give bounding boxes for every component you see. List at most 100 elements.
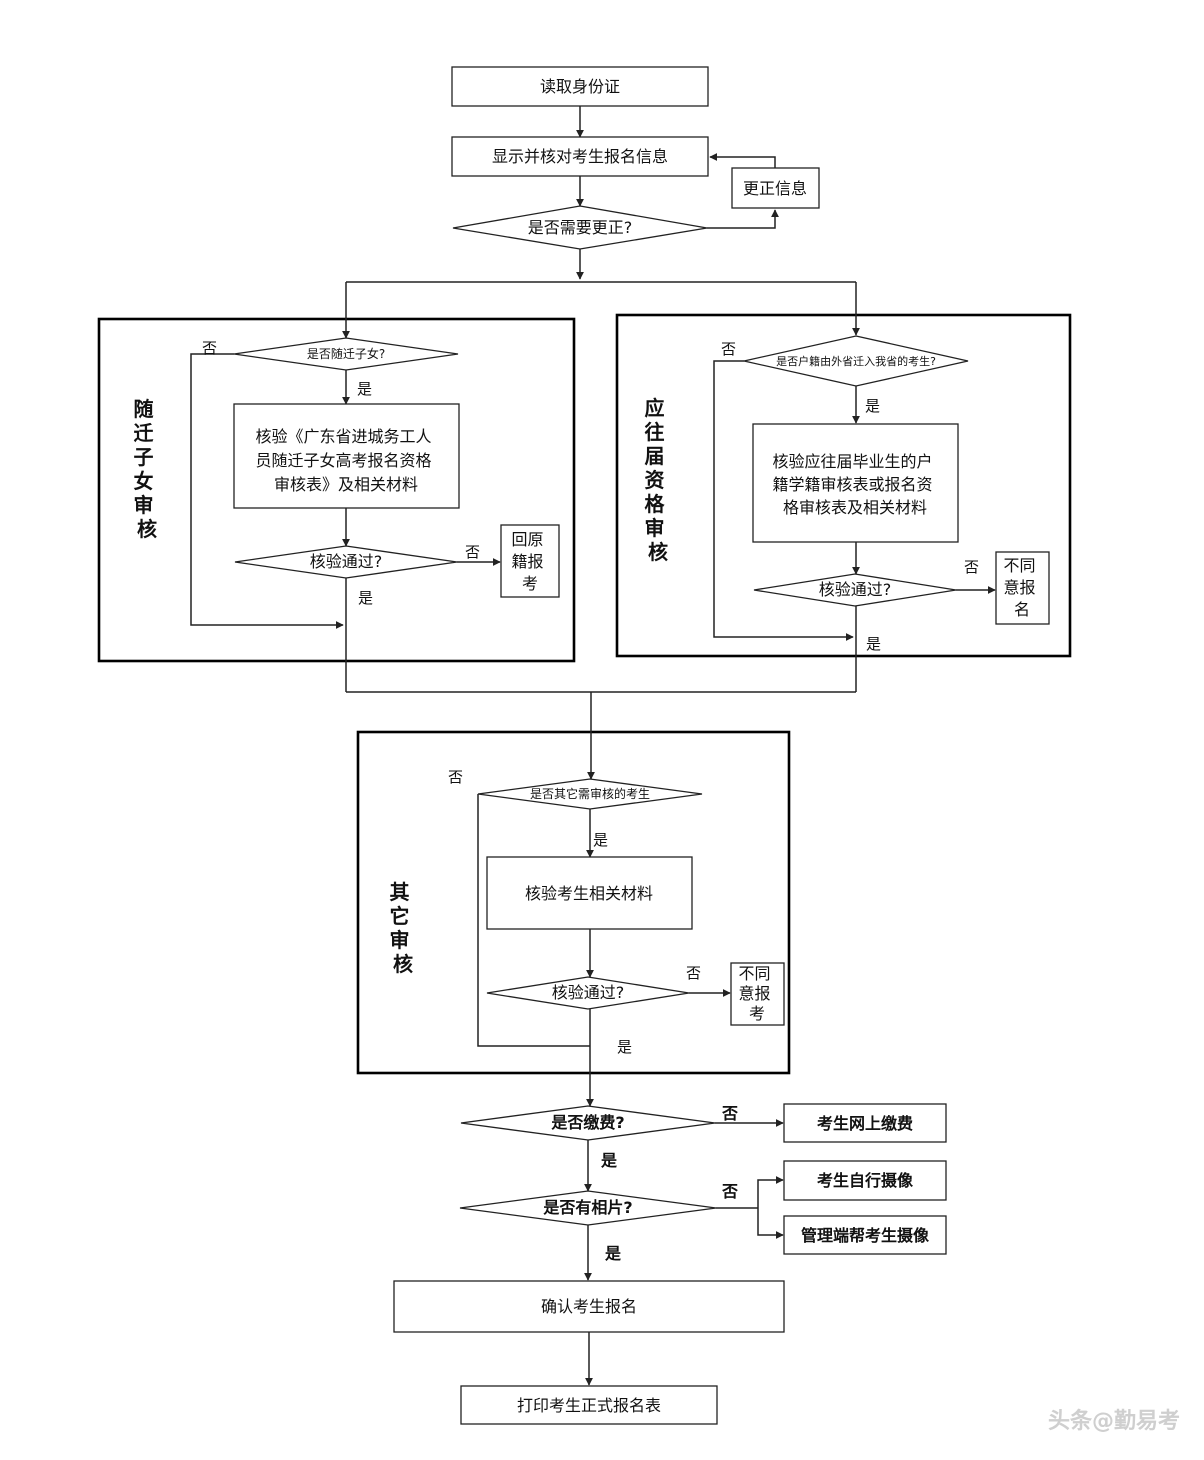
group-title-char: 女 [134, 469, 154, 493]
label-sq-yes: 是 [357, 380, 372, 398]
node-pay-online-text: 考生网上缴费 [817, 1114, 913, 1133]
label-pay-yes: 是 [600, 1151, 617, 1170]
node-yw-verify-line: 格审核表及相关材料 [783, 498, 927, 517]
node-read-id [451, 66, 709, 107]
node-yw-verify-line: 籍学籍审核表或报名资 [772, 475, 932, 494]
node-yw-reject-line: 名 [1014, 600, 1030, 619]
node-qt-verify [486, 856, 693, 930]
group-title-suiqian: 随 迁 子 女 审 核 [134, 397, 161, 541]
node-sq-verify-text: 核验《广东省进城务工人 员随迁子女高考报名资格 审核表》及相关材料 [255, 427, 436, 494]
line-sq-no [190, 353, 344, 629]
group-title-char: 迁 [134, 421, 154, 445]
node-qt-reject-text: 不同 意报 考 [738, 964, 775, 1023]
node-correct-info-text: 更正信息 [743, 179, 807, 198]
node-sq-verify-line: 审核表》及相关材料 [274, 475, 418, 494]
group-title-char: 其 [390, 880, 410, 904]
label-photo-no: 否 [721, 1182, 738, 1201]
node-print-text: 打印考生正式报名表 [517, 1396, 661, 1415]
decision-yw-pass [753, 573, 957, 607]
label-qt-fail: 否 [686, 964, 701, 982]
label-sq-fail: 否 [465, 543, 480, 561]
label-yw-pass: 是 [866, 635, 881, 653]
label-sq-no: 否 [202, 339, 217, 357]
label-yw-no: 否 [721, 340, 736, 358]
node-confirm-text: 确认考生报名 [541, 1297, 637, 1316]
node-sq-back-line: 籍报 [511, 552, 543, 571]
label-qt-pass: 是 [617, 1038, 632, 1056]
group-title-yingwang: 应 往 届 资 格 审 核 [645, 396, 672, 564]
node-pay-online [783, 1103, 947, 1143]
decision-qita-text: 是否其它需审核的考生 [530, 786, 650, 801]
group-title-char: 审 [645, 516, 665, 540]
node-sq-back-line: 回原 [511, 530, 543, 549]
group-title-char: 随 [134, 397, 154, 421]
node-correct-info [731, 167, 820, 209]
group-title-char: 子 [134, 445, 154, 469]
node-yw-reject-line: 不同 [1003, 556, 1035, 575]
node-read-id-text: 读取身份证 [540, 77, 620, 96]
group-title-char: 审 [134, 493, 154, 517]
label-yw-yes: 是 [865, 397, 880, 415]
node-admin-photo [783, 1215, 947, 1255]
label-qt-no: 否 [448, 768, 463, 786]
node-yw-verify-line: 核验应往届毕业生的户 [772, 452, 932, 471]
decision-qt-pass [486, 976, 690, 1010]
label-photo-yes: 是 [604, 1244, 621, 1263]
label-qt-yes: 是 [593, 831, 608, 849]
node-print [460, 1385, 718, 1425]
group-title-char: 核 [393, 952, 413, 976]
decision-pay-text: 是否缴费? [550, 1113, 624, 1132]
decision-yingwang-text: 是否户籍由外省迁入我省的考生? [776, 354, 936, 368]
node-show-info-text: 显示并核对考生报名信息 [492, 147, 668, 166]
node-confirm [393, 1280, 785, 1333]
label-yw-fail: 否 [964, 558, 979, 576]
node-yw-verify-text: 核验应往届毕业生的户 籍学籍审核表或报名资 格审核表及相关材料 [772, 452, 937, 517]
line-yw-no [713, 360, 854, 641]
decision-yw-pass-text: 核验通过? [819, 580, 892, 599]
decision-qt-pass-text: 核验通过? [552, 983, 625, 1002]
node-yw-reject-text: 不同 意报 名 [1003, 556, 1040, 619]
node-qt-reject-line: 意报 [738, 984, 770, 1003]
line-qt-no [477, 794, 590, 1047]
group-title-qita: 其 它 审 核 [390, 880, 417, 976]
node-qt-verify-text: 核验考生相关材料 [525, 884, 653, 903]
arrow-correct-to-show [709, 153, 776, 168]
group-frame-suiqian [97, 317, 576, 663]
group-title-char: 核 [648, 540, 668, 564]
group-title-char: 资 [645, 468, 665, 492]
group-title-char: 它 [390, 904, 410, 928]
decision-photo-text: 是否有相片? [542, 1198, 632, 1217]
group-title-char: 格 [645, 492, 666, 516]
group-title-char: 核 [137, 517, 157, 541]
decision-suiqian-text: 是否随迁子女? [307, 346, 385, 361]
node-yw-verify [752, 423, 959, 543]
label-sq-pass: 是 [358, 589, 373, 607]
group-title-char: 往 [645, 420, 665, 444]
group-title-char: 届 [645, 444, 665, 468]
decision-sq-pass-text: 核验通过? [310, 552, 383, 571]
decision-need-correct-text: 是否需要更正? [528, 218, 633, 237]
group-title-char: 审 [390, 928, 410, 952]
node-sq-verify-line: 核验《广东省进城务工人 [255, 427, 431, 446]
arrow-photo-self [757, 1176, 784, 1208]
label-pay-no: 否 [721, 1104, 738, 1123]
watermark: 头条@勤易考 [1048, 1408, 1180, 1434]
node-admin-photo-text: 管理端帮考生摄像 [801, 1226, 930, 1245]
node-yw-reject [995, 551, 1050, 625]
node-qt-reject-line: 考 [749, 1004, 765, 1023]
node-sq-back [500, 524, 560, 598]
node-sq-back-line: 考 [522, 574, 538, 593]
arrow-need-to-correct [707, 209, 779, 229]
arrow-photo-admin [757, 1208, 784, 1239]
group-frame-yingwang [615, 313, 1072, 658]
group-title-char: 应 [645, 396, 665, 420]
node-sq-back-text: 回原 籍报 考 [511, 530, 548, 593]
node-qt-reject-line: 不同 [738, 964, 770, 983]
node-sq-verify-line: 员随迁子女高考报名资格 [255, 451, 431, 470]
node-qt-reject [730, 962, 785, 1026]
node-self-photo [783, 1160, 947, 1201]
group-frame-qita [356, 730, 791, 1075]
node-sq-verify [233, 403, 460, 509]
node-self-photo-text: 考生自行摄像 [817, 1171, 914, 1190]
